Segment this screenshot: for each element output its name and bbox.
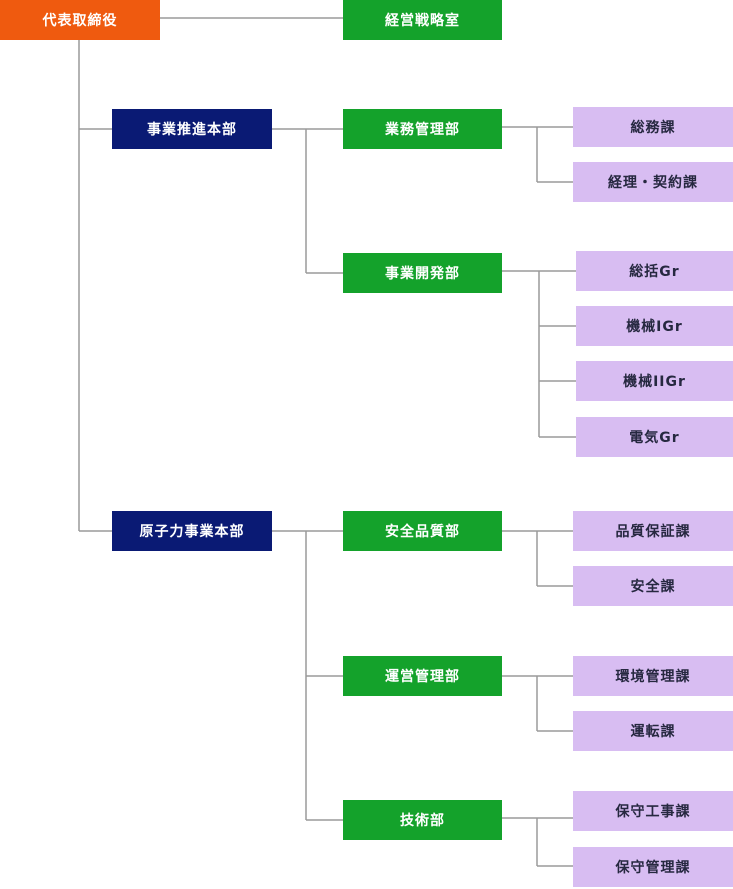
accounting-contract-section-box: 経理・契約課 <box>573 162 733 202</box>
maintenance-work-section-box: 保守工事課 <box>573 791 733 831</box>
safety-section-box: 安全課 <box>573 566 733 606</box>
president-box: 代表取締役 <box>0 0 160 40</box>
safety-quality-dept-box: 安全品質部 <box>343 511 502 551</box>
general-affairs-section-box: 総務課 <box>573 107 733 147</box>
technical-dept-box: 技術部 <box>343 800 502 840</box>
machinery-2-group-box: 機械IIGr <box>576 361 733 401</box>
electrical-group-box: 電気Gr <box>576 417 733 457</box>
general-group-box: 総括Gr <box>576 251 733 291</box>
business-dev-dept-box: 事業開発部 <box>343 253 502 293</box>
nuclear-hq-box: 原子力事業本部 <box>112 511 272 551</box>
environment-mgmt-section-box: 環境管理課 <box>573 656 733 696</box>
maintenance-mgmt-section-box: 保守管理課 <box>573 847 733 887</box>
business-mgmt-dept-box: 業務管理部 <box>343 109 502 149</box>
strategy-office-box: 経営戦略室 <box>343 0 502 40</box>
quality-assurance-section-box: 品質保証課 <box>573 511 733 551</box>
business-hq-box: 事業推進本部 <box>112 109 272 149</box>
operation-mgmt-dept-box: 運営管理部 <box>343 656 502 696</box>
machinery-1-group-box: 機械IGr <box>576 306 733 346</box>
operation-section-box: 運転課 <box>573 711 733 751</box>
